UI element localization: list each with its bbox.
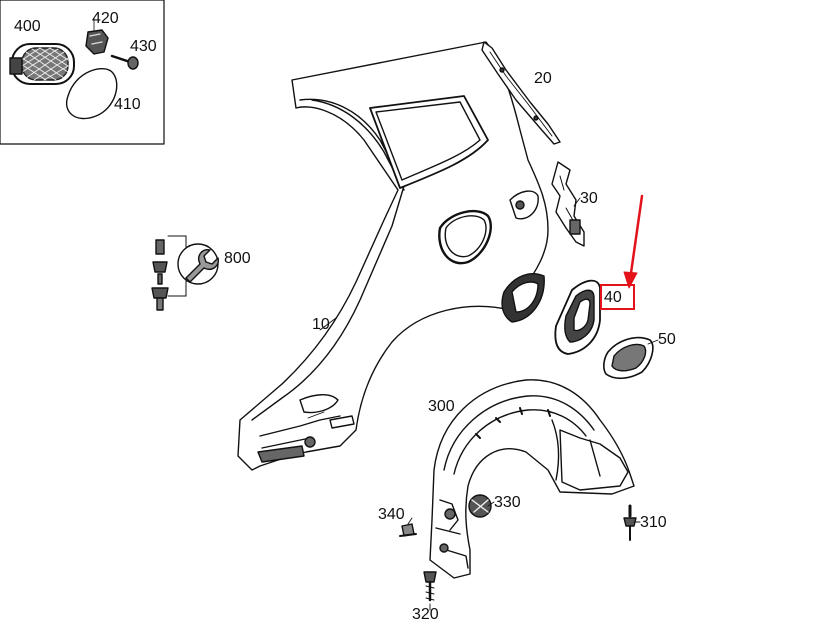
part-330-plug bbox=[468, 494, 492, 518]
label-400: 400 bbox=[14, 18, 41, 35]
label-420: 420 bbox=[92, 10, 119, 27]
label-50: 50 bbox=[658, 331, 676, 348]
label-800: 800 bbox=[224, 250, 251, 267]
part-800-bolts bbox=[151, 235, 187, 311]
part-40-housing bbox=[554, 279, 601, 355]
part-400-grille bbox=[9, 43, 75, 85]
leader-lines bbox=[307, 197, 659, 611]
inset-box bbox=[0, 0, 165, 145]
label-340: 340 bbox=[378, 506, 405, 523]
part-310-screw bbox=[623, 504, 637, 541]
label-310: 310 bbox=[640, 514, 667, 531]
label-10: 10 bbox=[312, 316, 330, 333]
label-320: 320 bbox=[412, 606, 439, 623]
label-410: 410 bbox=[114, 96, 141, 113]
label-20: 20 bbox=[534, 70, 552, 87]
highlight-arrow bbox=[623, 194, 644, 289]
part-430-screw bbox=[110, 54, 139, 70]
part-10-quarter-panel bbox=[237, 41, 549, 471]
label-430: 430 bbox=[130, 38, 157, 55]
wrench-icon bbox=[177, 243, 219, 285]
label-330: 330 bbox=[494, 494, 521, 511]
label-300: 300 bbox=[428, 398, 455, 415]
part-20-trim-strip bbox=[481, 41, 561, 145]
part-410-cover bbox=[65, 68, 118, 120]
part-320-screw bbox=[423, 571, 437, 602]
label-40: 40 bbox=[604, 289, 622, 306]
part-300-wheel-liner bbox=[429, 379, 635, 579]
part-340-clip bbox=[399, 523, 417, 537]
part-30-bracket bbox=[551, 161, 585, 247]
part-50-fuel-flap bbox=[603, 336, 654, 380]
part-420-clip bbox=[85, 29, 109, 55]
label-30: 30 bbox=[580, 190, 598, 207]
highlight-box-40 bbox=[600, 284, 635, 310]
